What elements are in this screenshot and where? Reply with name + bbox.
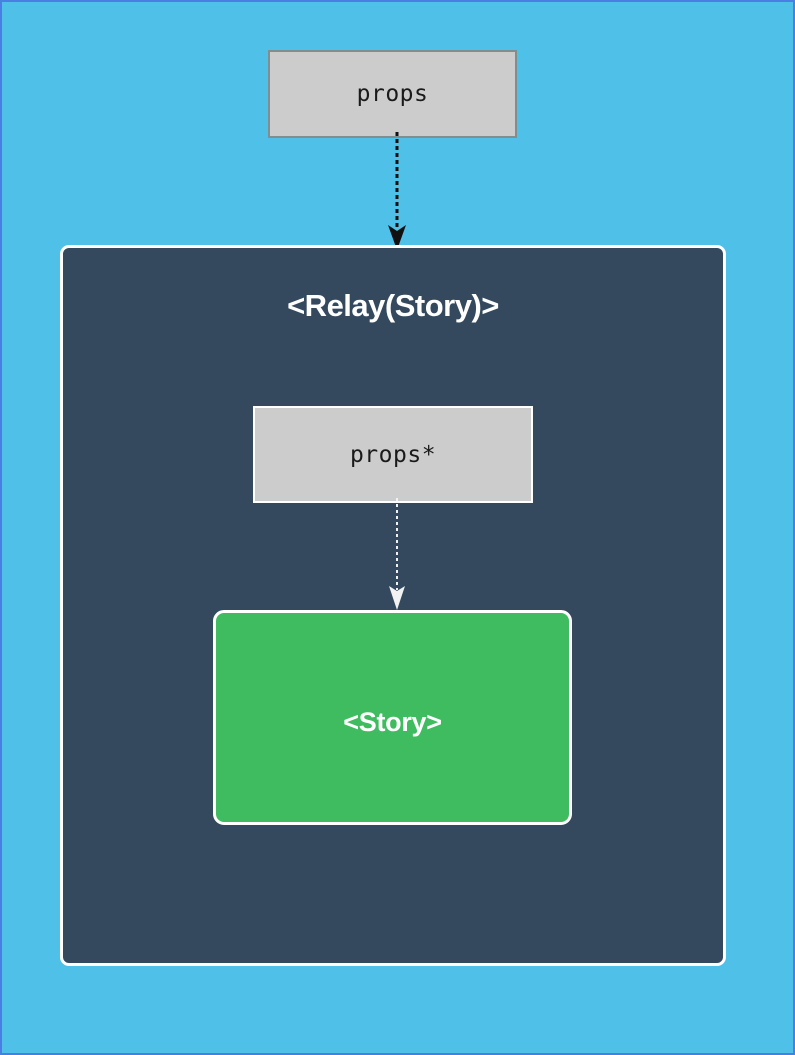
relay-story-title: <Relay(Story)> (287, 288, 499, 323)
node-props-outer[interactable]: props (268, 50, 517, 138)
node-story-label: <Story> (343, 707, 442, 737)
node-relay-story-container[interactable]: <Relay(Story)> (60, 245, 726, 966)
node-props-outer-label: props (356, 81, 429, 107)
node-story[interactable]: <Story> (213, 610, 572, 825)
node-props-inner-label: props* (349, 441, 437, 468)
node-props-inner[interactable]: props* (253, 406, 533, 503)
connector-props-to-relay-icon (388, 132, 406, 250)
